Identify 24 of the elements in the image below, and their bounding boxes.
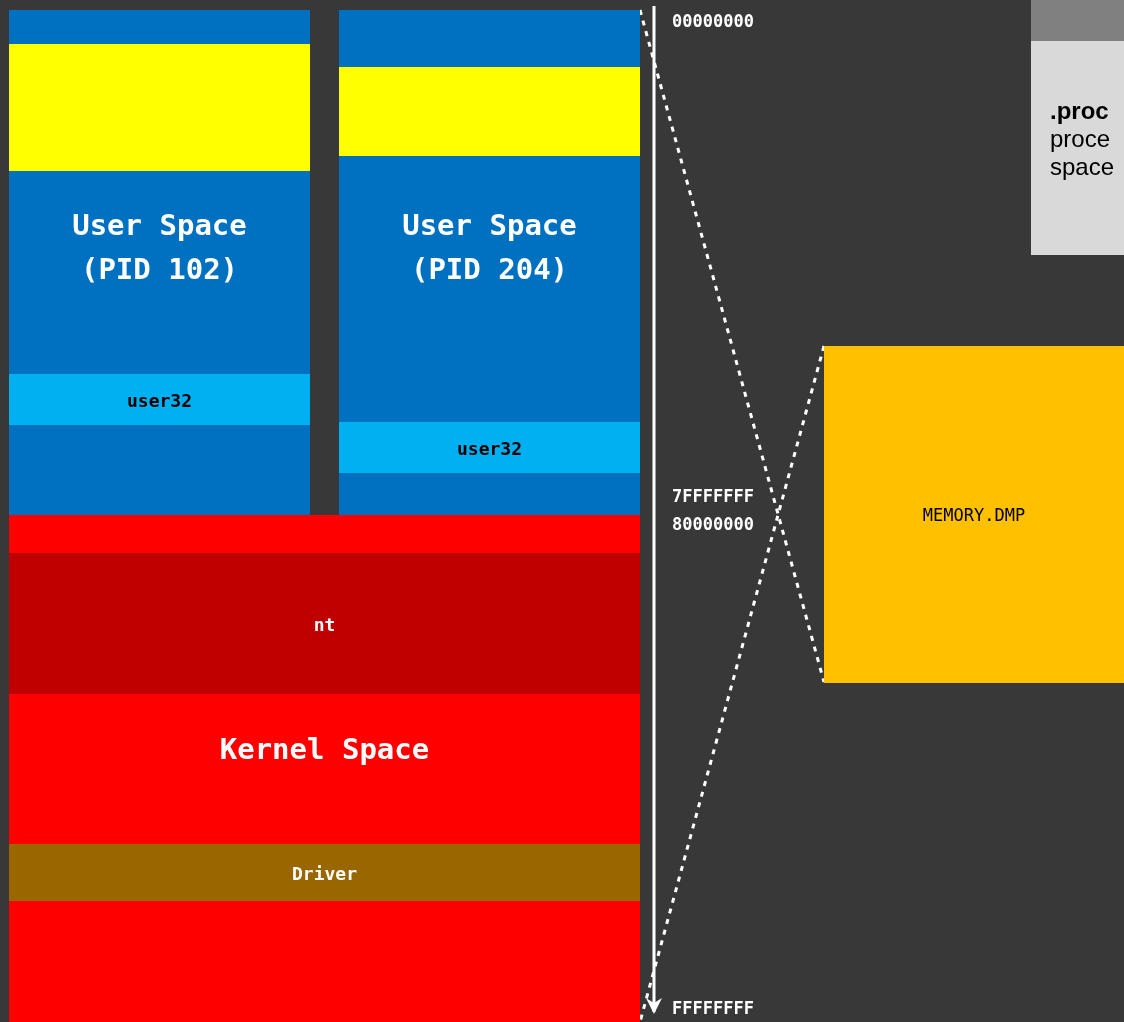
band-label: Driver xyxy=(291,862,358,883)
address-label: 7FFFFFFF xyxy=(672,486,754,506)
band-label: MEMORY.DMP xyxy=(921,504,1027,525)
address-label: 80000000 xyxy=(672,514,754,534)
module-band xyxy=(9,44,310,171)
dump-file-box xyxy=(824,346,1124,683)
address-label: 00000000 xyxy=(672,11,754,31)
module-band xyxy=(339,67,640,156)
connector-line xyxy=(638,9,826,683)
note-text: .proc proce space xyxy=(1050,97,1116,181)
kernel-region xyxy=(9,515,640,1022)
region-label: Kernel Space xyxy=(218,731,431,769)
band-label: user32 xyxy=(126,389,193,410)
memory-column xyxy=(9,10,310,515)
module-band xyxy=(339,422,640,473)
band-label: nt xyxy=(312,613,337,634)
module-band xyxy=(9,374,310,425)
memory-column xyxy=(339,10,640,515)
region-label: User Space (PID 102) xyxy=(71,206,248,288)
band-label: user32 xyxy=(456,437,523,458)
module-band xyxy=(9,844,640,901)
module-band xyxy=(9,553,640,694)
region-label: User Space (PID 204) xyxy=(401,206,578,288)
address-label: FFFFFFFF xyxy=(672,998,754,1018)
